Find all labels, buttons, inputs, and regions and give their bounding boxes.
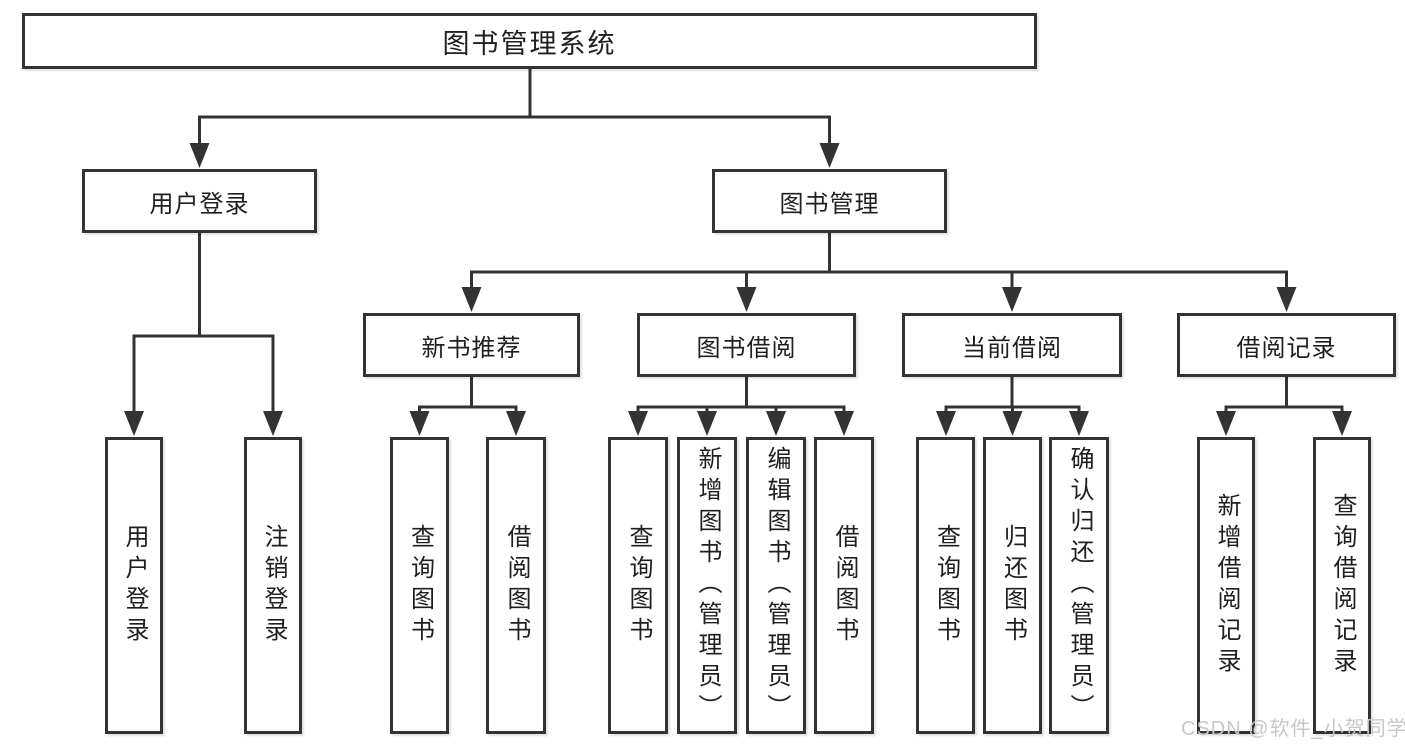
leaf-borrow-books: 借阅图书 xyxy=(814,437,874,734)
node-label: 编辑图书（管理员） xyxy=(763,446,790,725)
leaf-user-login: 用户登录 xyxy=(105,437,163,734)
node-label: 用户登录 xyxy=(121,523,148,648)
node-label: 确认归还（管理员） xyxy=(1066,446,1093,725)
node-root: 图书管理系统 xyxy=(22,13,1037,69)
node-new-book-recommendation: 新书推荐 xyxy=(363,313,580,377)
node-label: 查询图书 xyxy=(406,523,434,648)
node-user-login-branch: 用户登录 xyxy=(82,169,317,233)
leaf-return-books: 归还图书 xyxy=(983,437,1042,734)
node-label: 借阅记录 xyxy=(1236,334,1337,362)
node-label: 借阅图书 xyxy=(503,523,530,648)
leaf-query-books-borrow: 查询图书 xyxy=(608,437,668,734)
leaf-confirm-return-admin: 确认归还（管理员） xyxy=(1049,437,1109,734)
node-label: 图书管理系统 xyxy=(442,28,617,59)
node-label: 注销登录 xyxy=(260,523,287,648)
leaf-borrow-books-recommend: 借阅图书 xyxy=(486,437,546,734)
node-label: 查询图书 xyxy=(625,523,652,648)
leaf-edit-books-admin: 编辑图书（管理员） xyxy=(746,437,806,734)
node-label: 借阅图书 xyxy=(831,523,858,648)
node-label: 新增借阅记录 xyxy=(1213,492,1240,679)
leaf-query-books-recommend: 查询图书 xyxy=(390,437,449,734)
leaf-query-books-current: 查询图书 xyxy=(916,437,975,734)
node-label: 图书管理 xyxy=(779,190,880,218)
node-book-borrowing: 图书借阅 xyxy=(637,313,856,377)
node-label: 查询图书 xyxy=(932,523,960,648)
node-label: 归还图书 xyxy=(999,523,1027,648)
node-borrowing-records: 借阅记录 xyxy=(1177,313,1396,377)
node-label: 用户登录 xyxy=(149,190,250,218)
leaf-add-books-admin: 新增图书（管理员） xyxy=(677,437,737,734)
node-label: 图书借阅 xyxy=(696,334,797,362)
node-current-borrowing: 当前借阅 xyxy=(902,313,1122,377)
node-label: 当前借阅 xyxy=(962,334,1062,362)
node-label: 新增图书（管理员） xyxy=(694,446,721,725)
node-label: 查询借阅记录 xyxy=(1329,492,1356,679)
node-book-management: 图书管理 xyxy=(712,169,947,233)
node-label: 新书推荐 xyxy=(421,334,522,362)
leaf-query-borrow-record: 查询借阅记录 xyxy=(1313,437,1371,734)
csdn-watermark: CSDN @软件_小贺同学 xyxy=(1181,718,1405,740)
leaf-logout: 注销登录 xyxy=(244,437,302,734)
leaf-add-borrow-record: 新增借阅记录 xyxy=(1197,437,1255,734)
